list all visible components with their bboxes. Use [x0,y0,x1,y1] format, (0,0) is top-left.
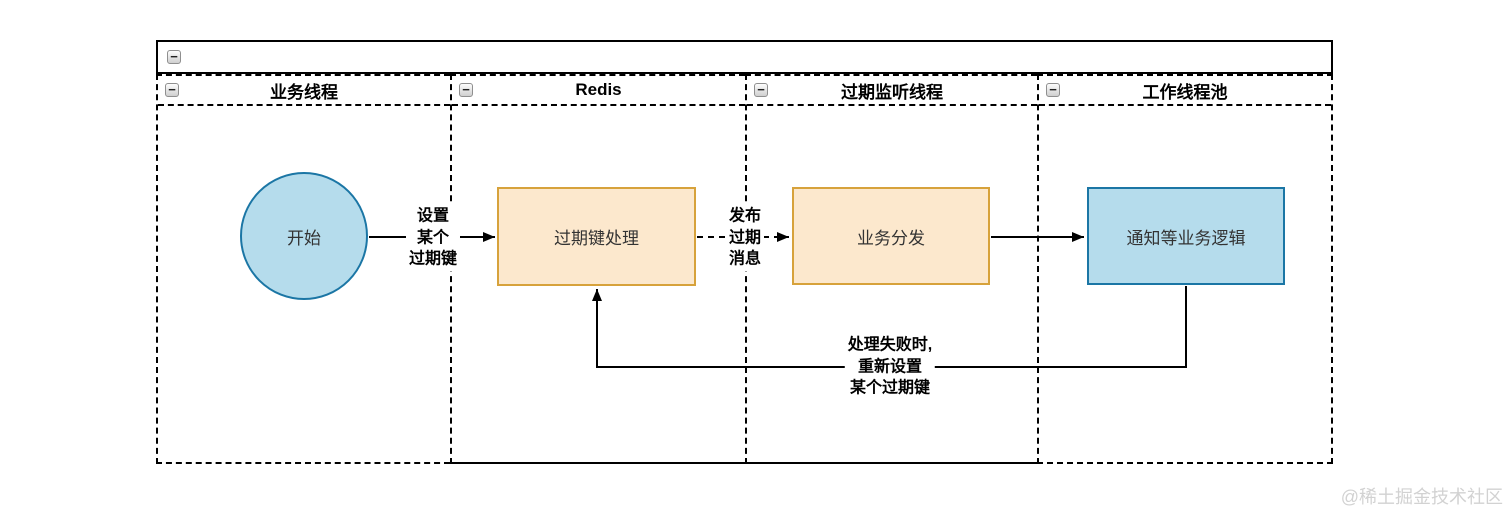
edge-label-publish: 发布 过期 消息 [725,204,765,272]
pool-header-bar: − [156,40,1333,74]
lane-worker-thread-pool: − 工作线程池 [1037,74,1333,464]
collapse-icon[interactable]: − [754,83,768,97]
collapse-icon[interactable]: − [459,83,473,97]
lane-title: 业务线程 [270,82,338,102]
lane-business-thread: − 业务线程 [156,74,450,464]
collapse-icon[interactable]: − [165,83,179,97]
node-business-dispatch: 业务分发 [792,187,990,285]
lane-header: − 业务线程 [158,76,450,106]
node-start: 开始 [240,172,368,300]
node-expired-key-handling: 过期键处理 [497,187,696,286]
lane-header: − Redis [452,76,745,106]
lane-title: 过期监听线程 [841,82,943,102]
lane-title: Redis [575,80,622,99]
lane-title: 工作线程池 [1142,82,1228,102]
watermark: @稀土掘金技术社区 [1340,487,1503,507]
collapse-icon[interactable]: − [1046,83,1060,97]
edge-label-retry: 处理失败时, 重新设置 某个过期键 [844,333,936,401]
lane-header: − 工作线程池 [1039,76,1331,106]
collapse-icon[interactable]: − [167,50,181,64]
lane-header: − 过期监听线程 [747,76,1037,106]
edge-label-set-key: 设置 某个 过期键 [405,204,461,272]
node-notify-business-logic: 通知等业务逻辑 [1087,187,1285,285]
